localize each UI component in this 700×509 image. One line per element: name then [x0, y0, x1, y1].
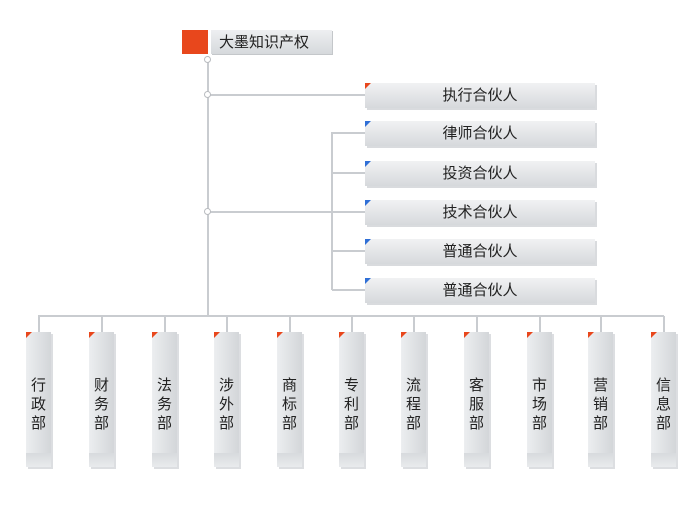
corner-flag-icon [365, 83, 371, 89]
department-base-shade [464, 453, 489, 467]
department-base-shade [214, 453, 239, 467]
partner-node: 普通合伙人 [365, 239, 595, 264]
partner-node: 执行合伙人 [365, 83, 595, 108]
department-label: 市场部 [531, 376, 547, 432]
corner-flag-icon [26, 332, 32, 338]
department-base-shade [588, 453, 613, 467]
partner-node: 投资合伙人 [365, 161, 595, 186]
department-node: 流程部 [401, 332, 426, 467]
department-label: 流程部 [405, 376, 421, 432]
corner-flag-icon [365, 239, 371, 245]
department-node: 法务部 [152, 332, 177, 467]
department-drop-line [289, 316, 291, 332]
partner-stub-3 [332, 211, 365, 213]
department-node: 财务部 [89, 332, 114, 467]
corner-flag-icon [152, 332, 158, 338]
partner-node: 技术合伙人 [365, 200, 595, 225]
partner-label: 普通合伙人 [442, 281, 518, 299]
department-base-shade [89, 453, 114, 467]
department-base-shade [152, 453, 177, 467]
root-marker-square [182, 30, 208, 54]
department-drop-line [164, 316, 166, 332]
department-base-shade [527, 453, 552, 467]
department-label: 涉外部 [218, 376, 234, 432]
department-node: 专利部 [339, 332, 364, 467]
partner-node: 普通合伙人 [365, 278, 595, 303]
department-base-shade [401, 453, 426, 467]
department-drop-line [539, 316, 541, 332]
department-label: 商标部 [281, 376, 297, 432]
partner-stub-2 [332, 172, 365, 174]
department-drop-line [38, 316, 40, 332]
department-base-shade [339, 453, 364, 467]
department-label: 财务部 [93, 376, 109, 432]
department-node: 市场部 [527, 332, 552, 467]
partner-label: 投资合伙人 [442, 164, 518, 182]
partner-label: 执行合伙人 [442, 86, 518, 104]
department-node: 涉外部 [214, 332, 239, 467]
department-base-shade [26, 453, 51, 467]
department-label: 客服部 [468, 376, 484, 432]
corner-flag-icon [339, 332, 345, 338]
department-label: 法务部 [156, 376, 172, 432]
department-node: 行政部 [26, 332, 51, 467]
department-label: 信息部 [655, 376, 671, 432]
department-node: 客服部 [464, 332, 489, 467]
corner-flag-icon [365, 161, 371, 167]
corner-flag-icon [365, 121, 371, 127]
corner-flag-icon [89, 332, 95, 338]
branch-line-executive [208, 94, 365, 96]
corner-flag-icon [651, 332, 657, 338]
department-drop-line [413, 316, 415, 332]
department-node: 营销部 [588, 332, 613, 467]
department-drop-line [663, 316, 665, 332]
department-label: 营销部 [592, 376, 608, 432]
trunk-line [207, 56, 209, 316]
partner-label: 律师合伙人 [442, 124, 518, 142]
corner-flag-icon [401, 332, 407, 338]
corner-flag-icon [365, 200, 371, 206]
corner-flag-icon [365, 278, 371, 284]
branch-line-partners [208, 211, 332, 213]
corner-flag-icon [277, 332, 283, 338]
partner-stub-4 [332, 250, 365, 252]
partner-stub-5 [332, 289, 365, 291]
department-node: 信息部 [651, 332, 676, 467]
corner-flag-icon [214, 332, 220, 338]
department-drop-line [226, 316, 228, 332]
connector-dot-top [204, 56, 211, 63]
department-drop-line [101, 316, 103, 332]
department-label: 行政部 [30, 376, 46, 432]
connector-dot-partners [204, 208, 211, 215]
partner-label: 普通合伙人 [442, 242, 518, 260]
corner-flag-icon [588, 332, 594, 338]
root-node: 大墨知识产权 [211, 30, 332, 54]
corner-flag-icon [527, 332, 533, 338]
partner-stub-1 [332, 132, 365, 134]
department-drop-line [476, 316, 478, 332]
department-base-shade [651, 453, 676, 467]
department-label: 专利部 [343, 376, 359, 432]
department-drop-line [351, 316, 353, 332]
department-node: 商标部 [277, 332, 302, 467]
corner-flag-icon [464, 332, 470, 338]
partner-label: 技术合伙人 [442, 203, 518, 221]
department-base-shade [277, 453, 302, 467]
partner-node: 律师合伙人 [365, 121, 595, 146]
connector-dot-executive [204, 91, 211, 98]
department-drop-line [600, 316, 602, 332]
